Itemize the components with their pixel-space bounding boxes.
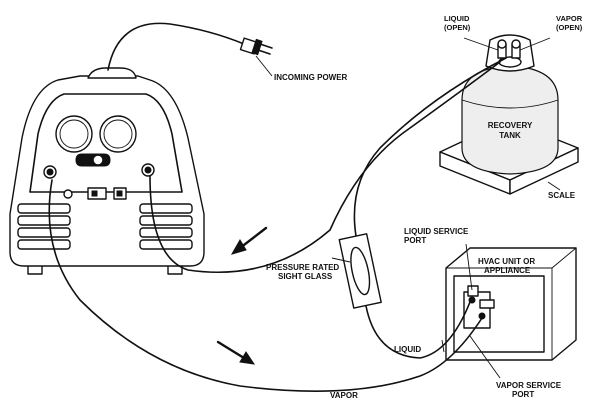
sight-glass-label-1: PRESSURE RATED [266, 263, 339, 272]
indicator-light-icon [63, 189, 73, 199]
flow-arrow-1-icon [230, 226, 268, 255]
liquid-valve-icon [497, 39, 507, 59]
liquid-service-port-label-1: LIQUID SERVICE [404, 227, 469, 236]
sight-glass-label-2: SIGHT GLASS [278, 272, 333, 281]
sight-glass [338, 233, 382, 309]
machine-inlet-port-icon [43, 165, 57, 179]
hose-vapor-line [48, 179, 483, 392]
hvac-unit-label-1: HVAC UNIT OR [478, 257, 535, 266]
liquid-service-port-label-2: PORT [404, 236, 426, 245]
power-cord [107, 22, 273, 77]
hose-machine-to-tank [149, 61, 501, 273]
hose-liquid-line [365, 301, 471, 359]
flow-arrow-2-icon [216, 340, 256, 365]
recovery-machine [9, 67, 205, 275]
vapor-valve-icon [511, 39, 521, 59]
vapor-line-label: VAPOR [330, 391, 358, 400]
liquid-line-label: LIQUID [394, 345, 421, 354]
vapor-service-port-label-2: PORT [512, 390, 534, 399]
hvac-unit [445, 247, 577, 361]
hose-sightglass-to-tank [353, 57, 507, 237]
service-valve-assembly-icon [463, 285, 495, 329]
vent-grille-left [17, 203, 71, 250]
liquid-valve-label-2: (OPEN) [444, 23, 471, 32]
recovery-tank-label-2: TANK [499, 131, 521, 140]
vapor-valve-label-2: (OPEN) [556, 23, 583, 32]
recovery-tank-label-1: RECOVERY [488, 121, 533, 130]
machine-outlet-port-icon [141, 163, 155, 177]
gauge-left-icon [55, 115, 93, 153]
vapor-service-port-label-1: VAPOR SERVICE [496, 381, 562, 390]
vapor-valve-label-1: VAPOR [556, 14, 583, 23]
recovery-tank [461, 34, 559, 175]
control-knob-icon [75, 153, 111, 167]
hvac-unit-label-2: APPLIANCE [484, 266, 531, 275]
gauge-right-icon [99, 115, 137, 153]
scale-label: SCALE [548, 191, 576, 200]
power-plug-icon [239, 37, 273, 56]
liquid-valve-label-1: LIQUID [444, 14, 470, 23]
incoming-power-label: INCOMING POWER [274, 73, 348, 82]
